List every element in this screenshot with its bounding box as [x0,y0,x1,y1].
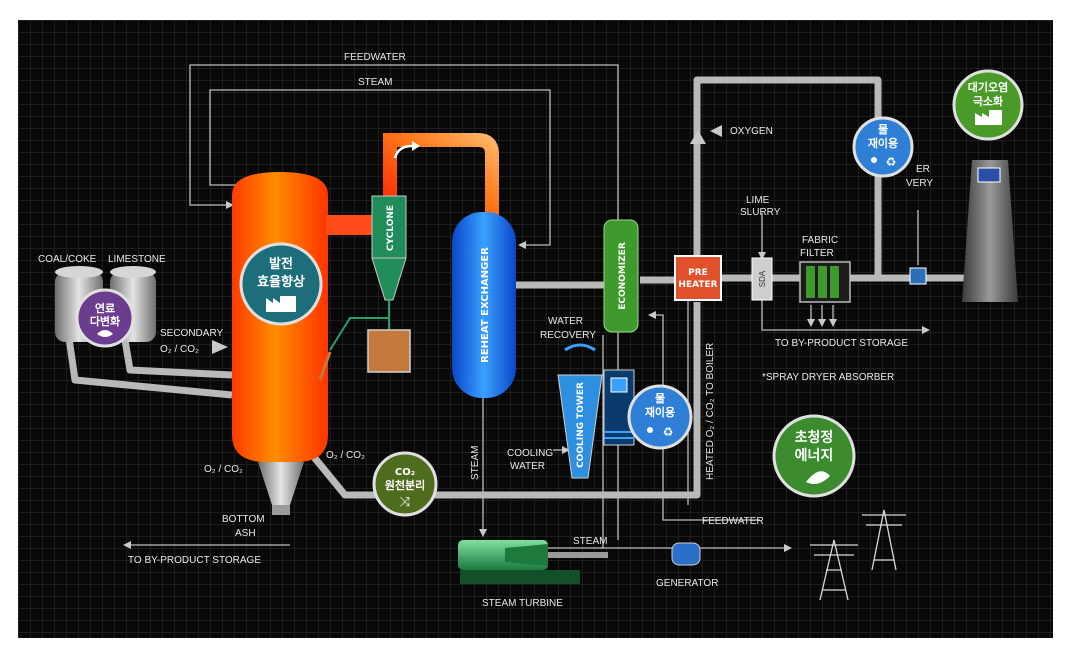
oxygen-label: OXYGEN [730,126,773,137]
badge-water-reuse-top: 물 재이용 ♻ [852,116,914,178]
lime-label: LIME [746,195,770,206]
flow-arrow-icon [393,144,413,159]
boiler [232,172,378,515]
economizer [603,219,639,333]
svg-text:효율향상: 효율향상 [257,274,305,290]
o2co2-left-label: O₂ / CO₂ [204,464,243,475]
transmission-towers-icon [810,509,906,601]
steam-turbine [458,540,608,584]
secondary-gas-label: O₂ / CO₂ [160,344,199,355]
svg-text:다변화: 다변화 [90,314,120,328]
hot-duct [383,133,499,215]
economizer-label: ECONOMIZER [618,242,628,310]
recovery-label: RECOVERY [540,330,596,341]
equipment-labels: CYCLONE REHEAT EXCHANGER ECONOMIZER PRE … [386,205,767,468]
slurry-label: SLURRY [740,207,781,218]
svg-text:CO₂: CO₂ [395,467,415,478]
badge-water-reuse-mid: 물 재이용 ♻ [627,384,693,450]
storage-right-label: TO BY-PRODUCT STORAGE [775,338,908,349]
feedwater-bottom-label: FEEDWATER [702,516,764,527]
svg-text:재이용: 재이용 [868,136,898,150]
cooling-tower [557,343,635,479]
svg-text:초청정: 초청정 [795,429,834,446]
limestone-label: LIMESTONE [108,254,166,265]
flow-labels: FEEDWATER STEAM OXYGEN COAL/COKE LIMESTO… [38,52,933,609]
sda-label: SDA [758,270,767,287]
steam-vertical-label: STEAM [470,446,481,480]
stack [909,160,1018,302]
fan-icon [909,267,927,285]
cooling-tower-label: COOLING TOWER [576,382,586,468]
water-recovery-label: WATER [548,316,583,327]
reheat-exchanger [452,212,516,398]
cyclone [318,195,411,381]
shuffle-icon: ⤨ [400,494,411,509]
badge-pollution-minimization: 대기오염 극소화 [952,69,1024,141]
bottom-ash-label: BOTTOM [222,514,265,525]
svg-text:재이용: 재이용 [645,405,675,419]
water-drop-icon [871,157,877,163]
svg-text:원천분리: 원천분리 [385,478,425,492]
water-recovery-right-label: ER [916,164,930,175]
factory-icon [975,110,1002,125]
badge-clean-energy: 초청정 에너지 [772,414,856,498]
factory-icon [266,296,296,312]
badge-co2-separation: CO₂ 원천분리 ⤨ [372,451,438,517]
svg-text:연료: 연료 [95,301,115,315]
reheat-exchanger-label: REHEAT EXCHANGER [480,247,491,363]
svg-text:대기오염: 대기오염 [968,80,1008,94]
steam-label: STEAM [358,77,392,88]
badge-efficiency: 발전 효율향상 [239,242,323,326]
filter-label: FILTER [800,248,834,259]
generator [671,542,701,566]
preheater [674,255,722,301]
sda-note: *SPRAY DRYER ABSORBER [762,372,894,383]
feedwater-label: FEEDWATER [344,52,406,63]
coal-coke-label: COAL/COKE [38,254,97,265]
generator-label: GENERATOR [656,578,718,589]
recycle-icon: ♻ [663,425,674,439]
svg-text:물: 물 [655,392,665,405]
recovery-right-label: VERY [906,178,933,189]
preheater-label-1: PRE [688,268,708,278]
fabric-filter [799,261,851,303]
sda [751,257,773,301]
svg-text:물: 물 [878,123,888,136]
secondary-label: SECONDARY [160,328,223,339]
svg-text:발전: 발전 [269,256,293,272]
svg-text:에너지: 에너지 [795,448,834,464]
steam-bottom-label: STEAM [573,536,607,547]
cooling-label: COOLING [507,448,553,459]
water-label: WATER [510,461,545,472]
steam-turbine-label: STEAM TURBINE [482,598,563,609]
fabric-label: FABRIC [802,235,838,246]
ash-label: ASH [235,528,256,539]
badge-fuel-diversification: 연료 다변화 [75,288,135,348]
preheater-label-2: HEATER [678,280,717,290]
storage-left-label: TO BY-PRODUCT STORAGE [128,555,261,566]
water-drop-icon [647,427,653,433]
leaf-icon [806,471,830,484]
cyclone-label: CYCLONE [386,205,396,251]
svg-text:극소화: 극소화 [973,94,1003,108]
o2co2-right-label: O₂ / CO₂ [326,450,365,461]
recycle-icon: ♻ [886,155,897,169]
leaf-icon [97,330,113,337]
heated-to-boiler-label: HEATED O₂ / CO₂ TO BOILER [705,343,716,480]
